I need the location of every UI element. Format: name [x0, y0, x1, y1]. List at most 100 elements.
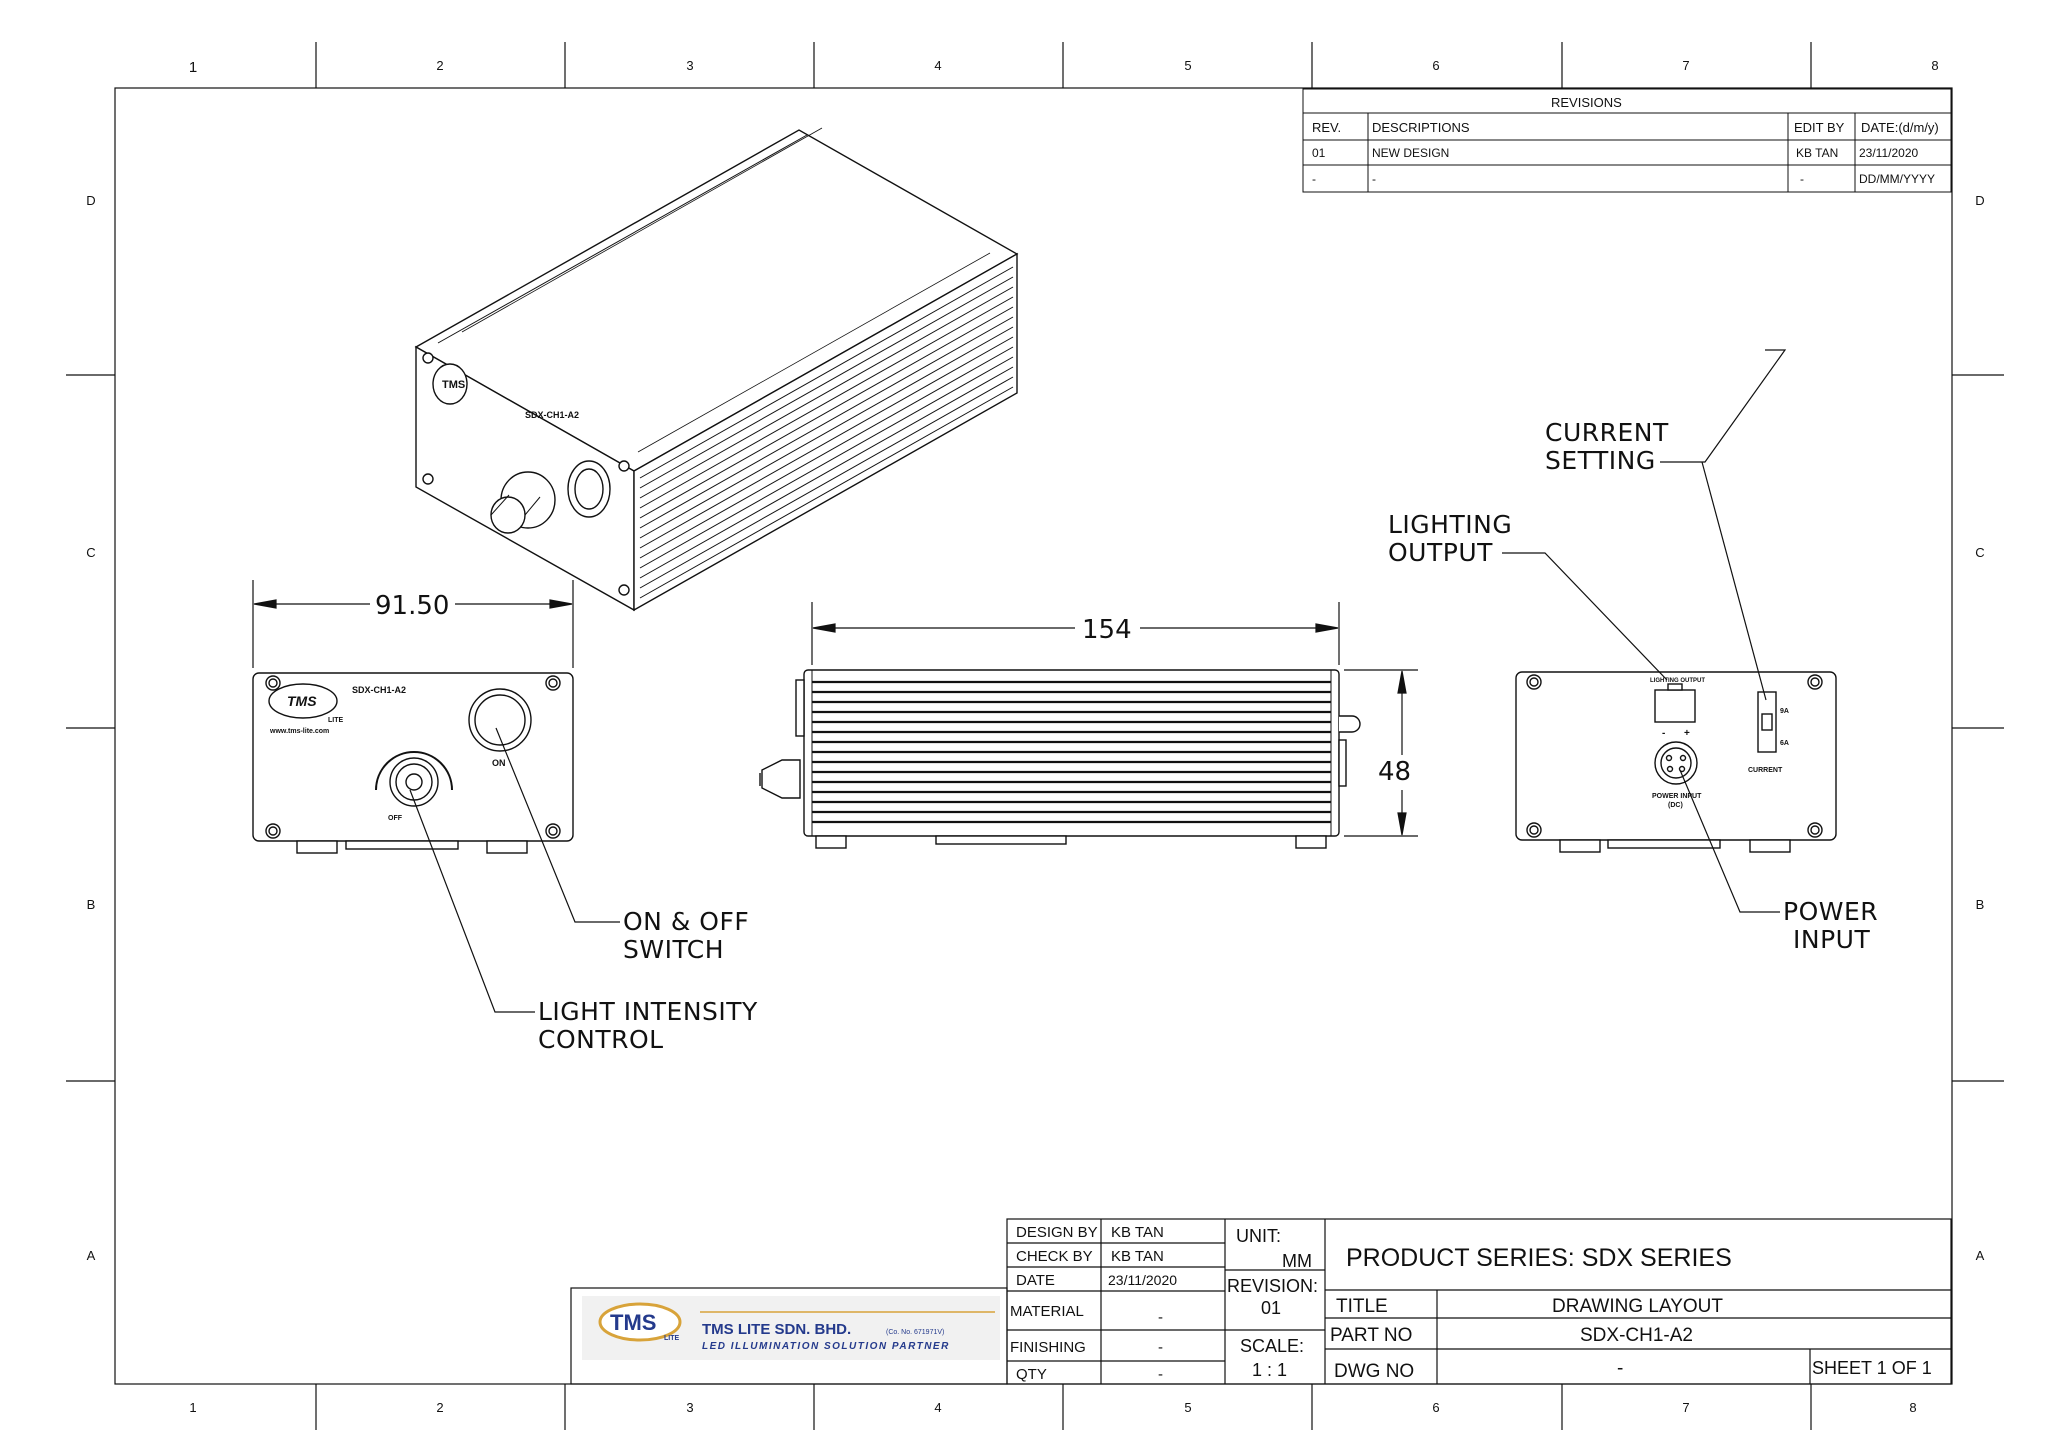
edit-by-header: EDIT BY	[1794, 120, 1845, 135]
front-logo: TMS	[287, 693, 317, 709]
dimension-width	[252, 580, 574, 668]
qty-value: -	[1158, 1366, 1163, 1383]
revision-value: 01	[1261, 1298, 1281, 1318]
edit-by-cell: KB TAN	[1796, 146, 1838, 160]
scale-label: SCALE:	[1240, 1336, 1304, 1356]
row-labels: D C B A D C B A	[86, 193, 1984, 1263]
material-value: -	[1158, 1309, 1163, 1326]
dimension-height	[1344, 669, 1418, 837]
callout-intensity-line2: CONTROL	[538, 1025, 664, 1054]
iso-logo: TMS	[442, 379, 465, 391]
dimension-height-label: 48	[1378, 757, 1411, 787]
callout-current-line2: SETTING	[1545, 446, 1656, 475]
title-block	[570, 1218, 1952, 1385]
row-label: D	[1975, 193, 1984, 208]
check-by-value: KB TAN	[1111, 1248, 1164, 1265]
col-label: 8	[1931, 58, 1938, 73]
row-label: B	[87, 897, 96, 912]
dimension-length-label: 154	[1082, 615, 1132, 645]
side-view-fins	[812, 680, 1331, 824]
title-value: DRAWING LAYOUT	[1552, 1296, 1723, 1317]
front-view	[252, 672, 574, 854]
rear-power-input-sub: (DC)	[1668, 802, 1683, 809]
date-label: DATE	[1016, 1272, 1055, 1289]
company-name: TMS LITE SDN. BHD.	[702, 1321, 851, 1338]
callout-lighting-line2: OUTPUT	[1388, 538, 1493, 567]
rear-view	[1515, 671, 1837, 853]
callout-intensity-line1: LIGHT INTENSITY	[538, 997, 758, 1026]
company-reg: (Co. No. 671971V)	[886, 1329, 944, 1336]
column-labels-bottom: 1 2 3 4 5 6 7 8	[189, 1400, 1916, 1415]
col-label: 5	[1184, 58, 1191, 73]
callout-on-off-line1: ON & OFF	[623, 907, 749, 936]
knob-dial-ticks	[375, 751, 453, 791]
dwg-no-label: DWG NO	[1334, 1361, 1414, 1382]
dwg-no-value: -	[1617, 1358, 1623, 1379]
rear-current-label: CURRENT	[1748, 767, 1783, 774]
row-label: C	[1975, 545, 1984, 560]
rear-plus-label: +	[1684, 728, 1690, 739]
front-on-label: ON	[492, 758, 506, 768]
leader-lines-front	[409, 727, 620, 1013]
design-by-value: KB TAN	[1111, 1224, 1164, 1241]
rev-cell: 01	[1312, 146, 1326, 160]
front-logo-sub: LITE	[328, 717, 343, 724]
callout-lighting-line1: LIGHTING	[1388, 510, 1512, 539]
rear-lighting-output-label: LIGHTING OUTPUT	[1650, 678, 1705, 684]
row-label: A	[1976, 1248, 1985, 1263]
desc-cell: NEW DESIGN	[1372, 146, 1449, 160]
title-label: TITLE	[1336, 1296, 1388, 1317]
col-label: 7	[1682, 1400, 1689, 1415]
isometric-view	[414, 127, 1019, 612]
front-model-label: SDX-CH1-A2	[352, 685, 406, 695]
company-logo-text: TMS	[610, 1310, 656, 1335]
finishing-label: FINISHING	[1010, 1339, 1086, 1356]
leader-lines-rear	[1502, 349, 1787, 913]
callout-power-line2: INPUT	[1793, 925, 1870, 954]
col-label: 4	[934, 1400, 941, 1415]
qty-label: QTY	[1016, 1366, 1047, 1383]
date-value: 23/11/2020	[1108, 1272, 1177, 1288]
row-label: A	[87, 1248, 96, 1263]
unit-label: UNIT:	[1236, 1226, 1281, 1246]
col-label: 6	[1432, 1400, 1439, 1415]
revisions-title: REVISIONS	[1551, 95, 1622, 110]
rear-current-6a: 6A	[1780, 740, 1789, 747]
column-labels-top: 1 2 3 4 5 6 7 8	[189, 58, 1939, 76]
design-by-label: DESIGN BY	[1016, 1224, 1098, 1241]
col-label: 6	[1432, 58, 1439, 73]
edit-by-cell: -	[1800, 172, 1804, 186]
rear-power-input-label: POWER INPUT	[1652, 793, 1702, 800]
col-label: 3	[686, 1400, 693, 1415]
row-label: D	[86, 193, 95, 208]
col-label: 1	[189, 1400, 196, 1415]
date-header: DATE:(d/m/y)	[1861, 120, 1939, 135]
callout-on-off-line2: SWITCH	[623, 935, 724, 964]
callout-power-line1: POWER	[1783, 897, 1878, 926]
part-no-label: PART NO	[1330, 1325, 1412, 1346]
desc-header: DESCRIPTIONS	[1372, 120, 1470, 135]
col-label: 4	[934, 58, 941, 73]
col-label: 3	[686, 58, 693, 73]
col-label: 1	[189, 59, 197, 76]
desc-cell: -	[1372, 172, 1376, 186]
rev-cell: -	[1312, 172, 1316, 186]
company-logo-sub: LITE	[664, 1335, 679, 1342]
rear-minus-label: -	[1662, 728, 1665, 739]
front-website: www.tms-lite.com	[269, 728, 329, 735]
front-off-label: OFF	[388, 815, 403, 822]
col-label: 8	[1909, 1400, 1916, 1415]
col-label: 2	[436, 58, 443, 73]
scale-value: 1 : 1	[1252, 1360, 1287, 1380]
row-label: B	[1976, 897, 1985, 912]
callout-current-line1: CURRENT	[1545, 418, 1669, 447]
row-label: C	[86, 545, 95, 560]
col-label: 5	[1184, 1400, 1191, 1415]
revisions-table: REVISIONS REV. DESCRIPTIONS EDIT BY DATE…	[1302, 88, 1952, 193]
material-label: MATERIAL	[1010, 1303, 1084, 1320]
sheet-number: SHEET 1 OF 1	[1812, 1358, 1932, 1378]
company-logo	[582, 1296, 1000, 1360]
check-by-label: CHECK BY	[1016, 1248, 1093, 1265]
dimension-length	[811, 602, 1340, 665]
